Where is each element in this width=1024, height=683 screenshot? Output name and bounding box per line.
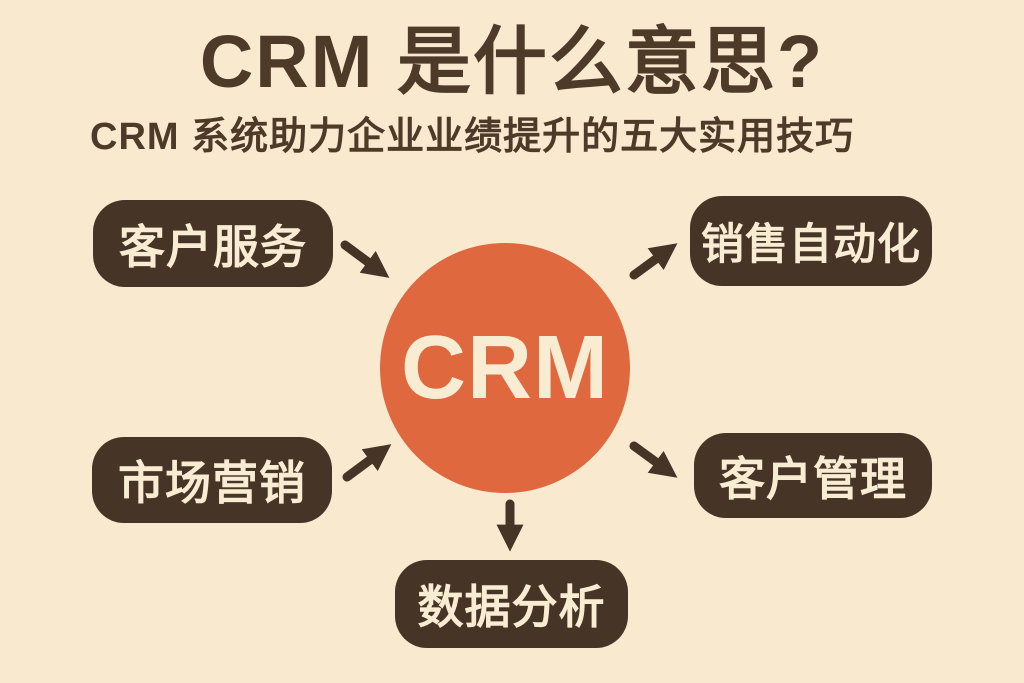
node-customer-management: 客户管理 [694, 433, 932, 518]
node-sales-automation: 销售自动化 [690, 196, 932, 286]
node-data-analysis-label: 数据分析 [417, 581, 606, 633]
node-marketing-label: 市场营销 [118, 457, 306, 509]
crm-hub-circle: CRM [380, 243, 630, 493]
node-customer-service-label: 客户服务 [119, 220, 307, 273]
node-customer-management-label: 客户管理 [719, 452, 907, 505]
arrow-marketing-to-crm [342, 444, 392, 482]
node-sales-automation-label: 销售自动化 [701, 221, 921, 269]
node-customer-service: 客户服务 [93, 200, 333, 287]
node-data-analysis: 数据分析 [395, 560, 628, 648]
arrow-crm-to-sales-automation [629, 243, 678, 280]
arrow-customer-service-to-crm [340, 240, 390, 278]
arrow-crm-to-customer-management [629, 441, 678, 478]
crm-hub-label: CRM [401, 317, 609, 418]
page-subtitle: CRM 系统助力企业业绩提升的五大实用技巧 [90, 116, 855, 158]
page-title: CRM 是什么意思? [199, 20, 825, 103]
node-marketing: 市场营销 [92, 437, 332, 523]
